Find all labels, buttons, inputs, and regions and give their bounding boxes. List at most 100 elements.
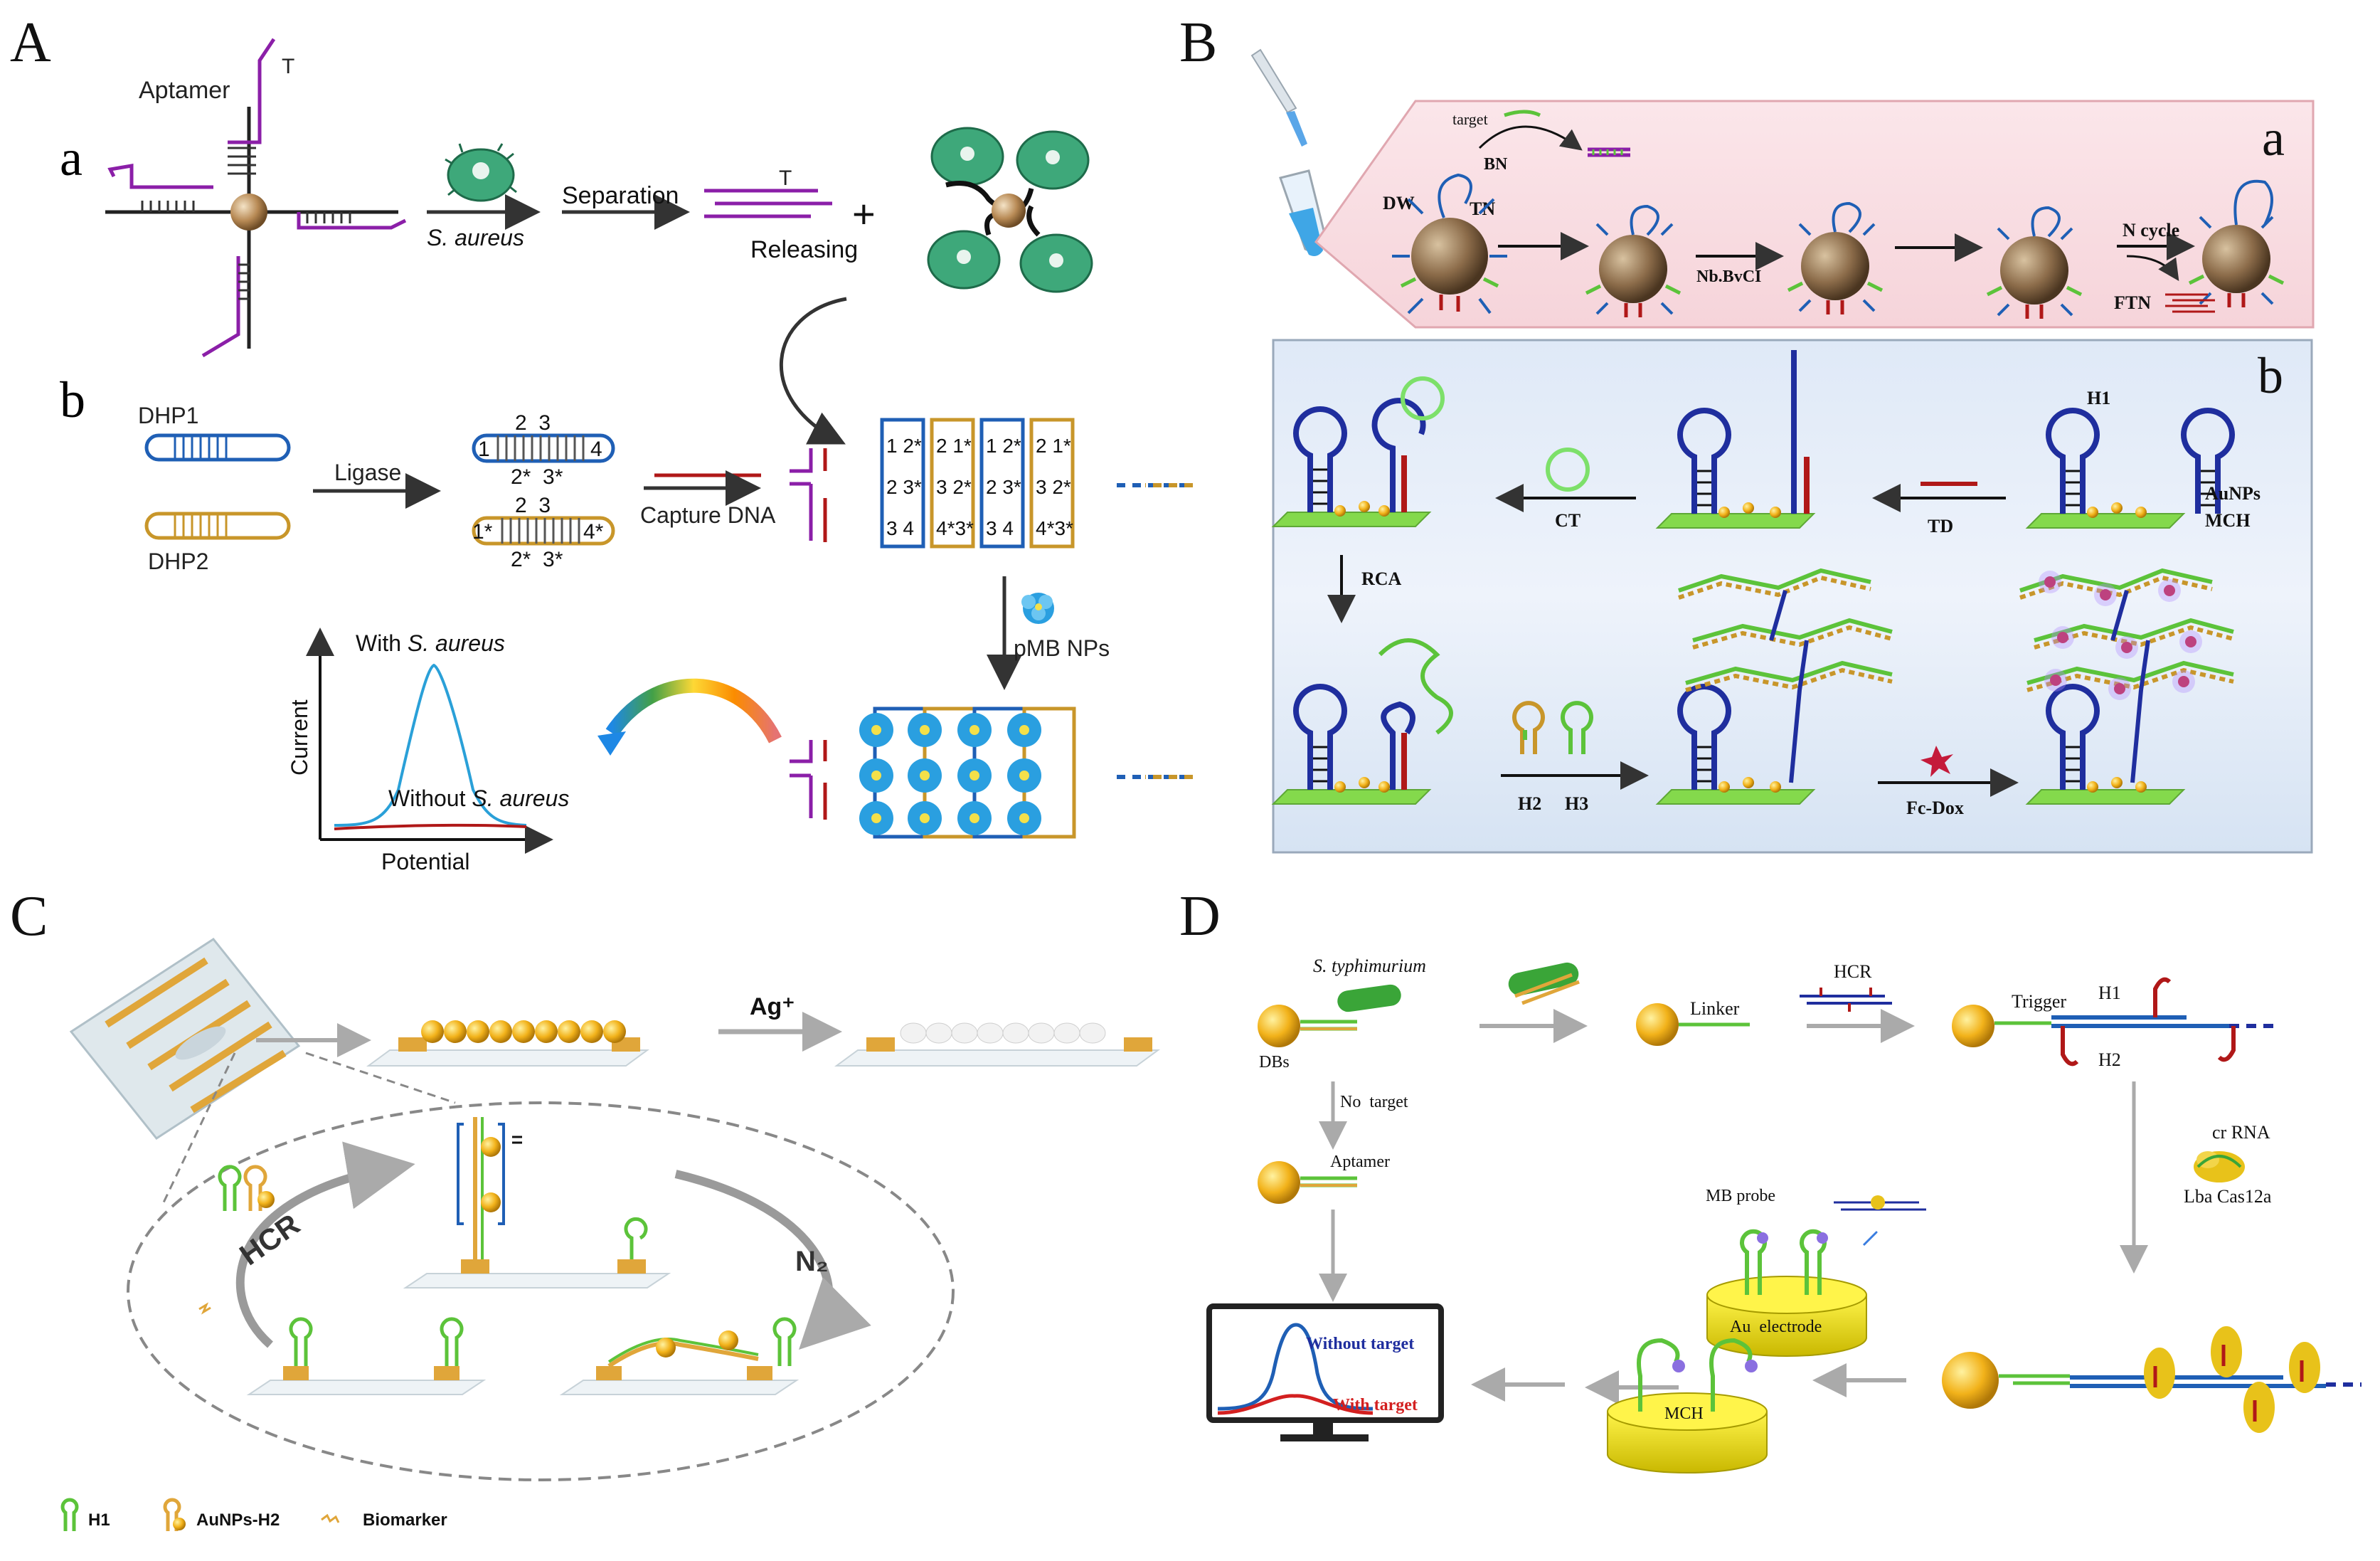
legend-biomarker-icon: [321, 1513, 340, 1523]
hcr-network-1: [1678, 568, 1893, 783]
panel-b-a-background: [1314, 100, 2315, 329]
bacterium-icon: [1337, 984, 1401, 1012]
panel-c: C Ag⁺: [10, 885, 1161, 1531]
t-top-label: T: [282, 55, 294, 78]
bottom-nums: 2* 3*: [511, 465, 563, 489]
potential-axis-label: Potential: [381, 849, 470, 874]
with-target-label: With target: [1333, 1396, 1418, 1414]
panel-d-title: D: [1179, 885, 1221, 948]
grid-r2-c0: 3 4: [886, 517, 914, 539]
signal-plot: [306, 628, 553, 854]
end-4-star: 4*: [583, 520, 604, 544]
db-bead: [1258, 1005, 1300, 1047]
panel-a-sub-b: b: [60, 371, 85, 428]
grid-r2-c1: 4*3*: [936, 517, 974, 539]
without-target-curve: [1217, 1323, 1374, 1411]
monitor-icon: [1206, 1303, 1444, 1441]
t-release-label: T: [779, 166, 792, 190]
capture-dna-label: Capture DNA: [640, 502, 776, 528]
aptamer-bead-cross: [105, 38, 407, 358]
ligated-orange-duplex: [472, 516, 615, 546]
bottom-right-probe: [559, 1317, 799, 1395]
gold-chain: [366, 1020, 650, 1067]
panel-a-title: A: [10, 11, 51, 74]
mch-electrode: [1607, 1338, 1768, 1473]
h2-label: H2: [1518, 793, 1541, 814]
hcr-product: [403, 1117, 671, 1289]
au-electrode: [1706, 1229, 1867, 1357]
without-label: Without S. aureus: [388, 785, 569, 811]
legend-aunps-icon: [163, 1498, 181, 1531]
legend-biomarker-label: Biomarker: [363, 1510, 447, 1530]
aptamer-bead: [1258, 1161, 1300, 1204]
no-target-label: No target: [1340, 1093, 1408, 1111]
trigger-bead: [1952, 1005, 1994, 1047]
without-sa-curve: [334, 823, 527, 830]
end-1: 1: [478, 438, 490, 461]
hcr-d-label: HCR: [1834, 961, 1872, 982]
fc-dox-glow: [2039, 571, 2202, 700]
without-target-label: Without target: [1306, 1335, 1414, 1353]
legend-h1-icon: [60, 1498, 79, 1531]
plus-sign: +: [852, 191, 876, 236]
grid-r2-c2: 3 4: [986, 517, 1014, 539]
separation-label: Separation: [562, 182, 679, 209]
magnetic-bead: [230, 194, 267, 231]
dhp1-label: DHP1: [138, 403, 198, 428]
with-label: With S. aureus: [356, 630, 505, 656]
au-electrode-label: Au electrode: [1730, 1318, 1822, 1336]
cas-label: Lba Cas12a: [2184, 1186, 2272, 1207]
bottom-left-probe: [246, 1317, 487, 1395]
panel-b-title: B: [1179, 11, 1217, 74]
ag-label: Ag⁺: [750, 993, 795, 1020]
without-organism: S. aureus: [472, 785, 569, 811]
pmb-nps-label: pMB NPs: [1014, 635, 1110, 661]
end-4: 4: [590, 438, 602, 461]
h1-hairpins: [1293, 406, 2235, 790]
ct-label: CT: [1555, 510, 1581, 531]
h1-d-label: H1: [2098, 983, 2121, 1003]
linker-label: Linker: [1690, 998, 1740, 1019]
grid-r1-c0: 2 3*: [886, 476, 922, 498]
with-sa-curve: [334, 663, 527, 827]
with-target-curve: [1217, 1394, 1374, 1415]
end-1-star: 1*: [472, 520, 493, 544]
hcr-arrow: [235, 1141, 415, 1348]
mb-probe-label: MB probe: [1706, 1187, 1775, 1205]
h1-label: H1: [2087, 388, 2110, 408]
without-prefix: Without: [388, 785, 472, 811]
pipette-icon: [1250, 48, 1328, 256]
dna-grid-with-nps: [790, 707, 1195, 839]
bead-bacteria-complex: [927, 127, 1093, 293]
cas-complexes: [2144, 1326, 2320, 1433]
panel-b-sub-a: a: [2262, 110, 2285, 166]
aptamer-label: Aptamer: [139, 77, 230, 104]
panel-a: A a b Aptamer T S. aureus Separatio: [10, 11, 1195, 874]
stem-rungs: [1313, 468, 2215, 783]
dhp2-label: DHP2: [148, 549, 208, 574]
grid-r1-c2: 2 3*: [986, 476, 1021, 498]
capture-dna-strands: [644, 470, 761, 506]
released-t-strands: [704, 189, 832, 218]
aunps-label: AuNPs: [2205, 483, 2261, 504]
s-aureus-label: S. aureus: [427, 225, 524, 250]
fc-dox-markers: [2044, 576, 2196, 694]
silver-chain: [834, 1022, 1161, 1067]
fc-dox-icon: [1921, 746, 1953, 777]
rainbow-arrow: [605, 678, 782, 744]
rca-label: RCA: [1361, 568, 1402, 589]
with-prefix: With: [356, 630, 408, 656]
fcdox-label: Fc-Dox: [1906, 798, 1964, 818]
panel-a-sub-a: a: [60, 129, 83, 186]
gold-particles-b: [1334, 501, 2147, 793]
grid-r1-c3: 3 2*: [1036, 476, 1071, 498]
bead-sequence: [1392, 173, 2285, 319]
n2-label: N₂: [795, 1246, 829, 1277]
panel-c-legend: H1 AuNPs-H2 Biomarker: [60, 1498, 447, 1531]
curved-arrow-a-to-b: [779, 297, 847, 445]
h2-d-label: H2: [2098, 1049, 2121, 1070]
dhp1-hairpin: [144, 433, 291, 462]
grid-r1-c1: 3 2*: [936, 476, 972, 498]
grid-r2-c3: 4*3*: [1036, 517, 1073, 539]
